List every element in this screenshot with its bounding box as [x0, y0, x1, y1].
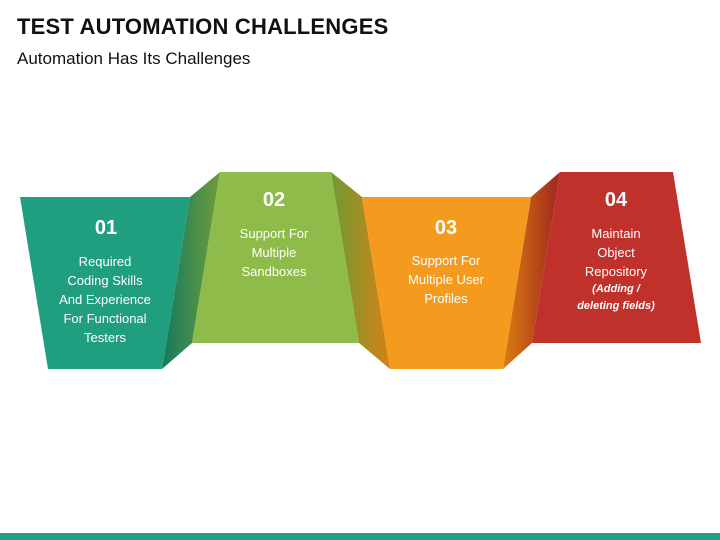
card-4-line: Object — [597, 245, 635, 260]
card-4-note-line: deleting fields) — [577, 300, 655, 312]
card-3-number: 03 — [434, 217, 458, 239]
card-4-line: Repository — [584, 264, 648, 279]
card-2-text: Support For Multiple Sandboxes — [209, 224, 339, 281]
card-2-line: Sandboxes — [241, 264, 307, 279]
card-1-shape — [20, 197, 190, 369]
page-title: TEST AUTOMATION CHALLENGES — [17, 14, 389, 39]
card-3-line: Profiles — [424, 291, 468, 306]
card-2-line: Support For — [239, 226, 309, 241]
card-4-shape — [532, 172, 701, 343]
card-1-line: Required — [78, 254, 132, 269]
connector-2-3 — [331, 172, 390, 369]
page-subtitle: Automation Has Its Challenges — [17, 49, 251, 68]
card-1-number: 01 — [94, 217, 118, 239]
card-3-line: Support For — [411, 253, 481, 268]
connector-1-2 — [162, 172, 220, 369]
card-1-line: For Functional — [63, 311, 147, 326]
card-2-line: Multiple — [251, 245, 297, 260]
card-1-text: Required Coding Skills And Experience Fo… — [40, 252, 170, 347]
connector-3-4 — [503, 172, 560, 369]
card-3-text: Support For Multiple User Profiles — [381, 251, 511, 308]
bottom-accent-bar — [0, 533, 720, 540]
card-2-shape — [192, 172, 359, 343]
card-4-note-line: (Adding / — [592, 283, 640, 295]
card-4-text: Maintain Object Repository (Adding / del… — [551, 224, 681, 315]
card-4-line: Maintain — [591, 226, 641, 241]
card-1-line: And Experience — [59, 292, 151, 307]
card-3-shape — [362, 197, 531, 369]
card-1-line: Testers — [84, 330, 126, 345]
card-2-number: 02 — [262, 189, 286, 211]
card-1-line: Coding Skills — [67, 273, 143, 288]
card-4-number: 04 — [604, 189, 628, 211]
card-3-line: Multiple User — [408, 272, 484, 287]
